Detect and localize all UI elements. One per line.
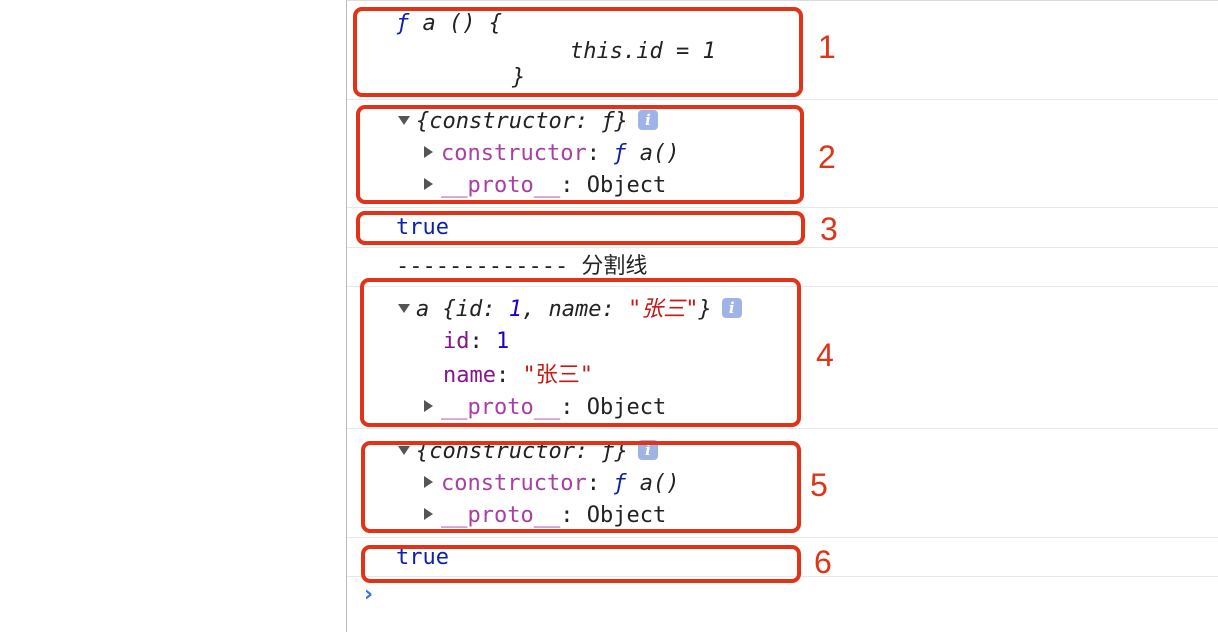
property-value: a() xyxy=(626,471,680,496)
property-value: Object xyxy=(586,503,667,528)
chevron-right-icon[interactable]: › xyxy=(364,582,374,607)
boolean-result[interactable]: true xyxy=(396,215,449,240)
row-divider xyxy=(347,428,1218,429)
collapsed-triangle-icon[interactable] xyxy=(424,146,433,158)
summary-close: } xyxy=(698,297,712,322)
property-key: __proto__ xyxy=(441,503,561,528)
annotation-box-3 xyxy=(356,211,805,245)
property-row-constructor[interactable]: constructor: ƒ a() xyxy=(424,470,679,498)
property-separator: : xyxy=(495,363,523,388)
row-divider xyxy=(347,99,1218,100)
annotation-box-2 xyxy=(356,105,804,204)
property-value: 1 xyxy=(496,329,510,354)
property-separator: : xyxy=(469,329,496,354)
property-separator: : xyxy=(560,395,587,420)
row-divider xyxy=(347,207,1218,208)
annotation-box-1 xyxy=(353,7,803,97)
collapsed-triangle-icon[interactable] xyxy=(424,400,433,412)
function-body-line: this.id = 1 xyxy=(570,39,716,64)
row-divider xyxy=(347,247,1218,248)
property-key: constructor xyxy=(441,471,587,496)
property-row-proto[interactable]: __proto__: Object xyxy=(424,394,666,422)
annotation-number-3: 3 xyxy=(820,211,838,247)
instance-summary-expanded[interactable]: a {id: 1, name: "张三"} i xyxy=(398,296,742,324)
property-separator: : xyxy=(586,471,614,496)
annotation-box-5 xyxy=(361,441,801,533)
annotation-box-6 xyxy=(361,545,801,583)
function-signature: a () { xyxy=(409,11,502,36)
row-divider xyxy=(347,576,1218,577)
function-close-brace: } xyxy=(512,65,526,90)
annotation-number-2: 2 xyxy=(818,139,836,175)
property-row-name[interactable]: name: "张三" xyxy=(443,362,593,390)
annotation-number-6: 6 xyxy=(814,544,832,580)
instance-class-name: a xyxy=(416,297,430,322)
collapsed-triangle-icon[interactable] xyxy=(424,178,433,190)
collapsed-triangle-icon[interactable] xyxy=(424,508,433,520)
summary-mid: , name: xyxy=(521,297,628,322)
info-icon[interactable]: i xyxy=(721,298,742,318)
info-icon[interactable]: i xyxy=(637,110,658,130)
separator-log-line: ------------- 分割线 xyxy=(396,254,648,279)
row-divider xyxy=(347,537,1218,538)
function-keyword: ƒ xyxy=(613,141,627,166)
boolean-result[interactable]: true xyxy=(396,545,449,570)
function-keyword: ƒ xyxy=(613,471,627,496)
property-row-constructor[interactable]: constructor: ƒ a() xyxy=(424,140,679,168)
property-value: Object xyxy=(586,173,667,198)
row-divider xyxy=(347,286,1218,287)
annotation-number-4: 4 xyxy=(816,337,834,373)
summary-id-value: 1 xyxy=(508,297,522,322)
expand-triangle-icon[interactable] xyxy=(398,303,410,313)
property-value: Object xyxy=(586,395,667,420)
object-summary-text: {constructor: ƒ} xyxy=(416,109,628,134)
property-separator: : xyxy=(560,173,587,198)
function-source-line[interactable]: ƒ a () { xyxy=(396,10,502,38)
info-icon[interactable]: i xyxy=(637,440,658,460)
expand-triangle-icon[interactable] xyxy=(398,445,410,455)
expand-triangle-icon[interactable] xyxy=(398,115,410,125)
property-row-id[interactable]: id: 1 xyxy=(443,328,509,356)
property-row-proto[interactable]: __proto__: Object xyxy=(424,172,666,200)
property-value: "张三" xyxy=(522,363,593,388)
function-keyword: ƒ xyxy=(396,11,410,36)
property-separator: : xyxy=(586,141,614,166)
object-summary-expanded[interactable]: {constructor: ƒ} i xyxy=(398,108,658,136)
property-separator: : xyxy=(560,503,587,528)
annotation-number-1: 1 xyxy=(818,29,836,65)
summary-open: {id: xyxy=(429,297,509,322)
property-key: __proto__ xyxy=(441,173,561,198)
summary-name-value: "张三" xyxy=(627,297,699,322)
property-value: a() xyxy=(626,141,680,166)
annotation-number-5: 5 xyxy=(810,467,828,503)
property-key: __proto__ xyxy=(441,395,561,420)
property-key: id xyxy=(443,329,470,354)
annotation-box-4 xyxy=(360,278,801,427)
collapsed-triangle-icon[interactable] xyxy=(424,476,433,488)
property-row-proto[interactable]: __proto__: Object xyxy=(424,502,666,530)
property-key: constructor xyxy=(441,141,587,166)
property-key: name xyxy=(443,363,496,388)
